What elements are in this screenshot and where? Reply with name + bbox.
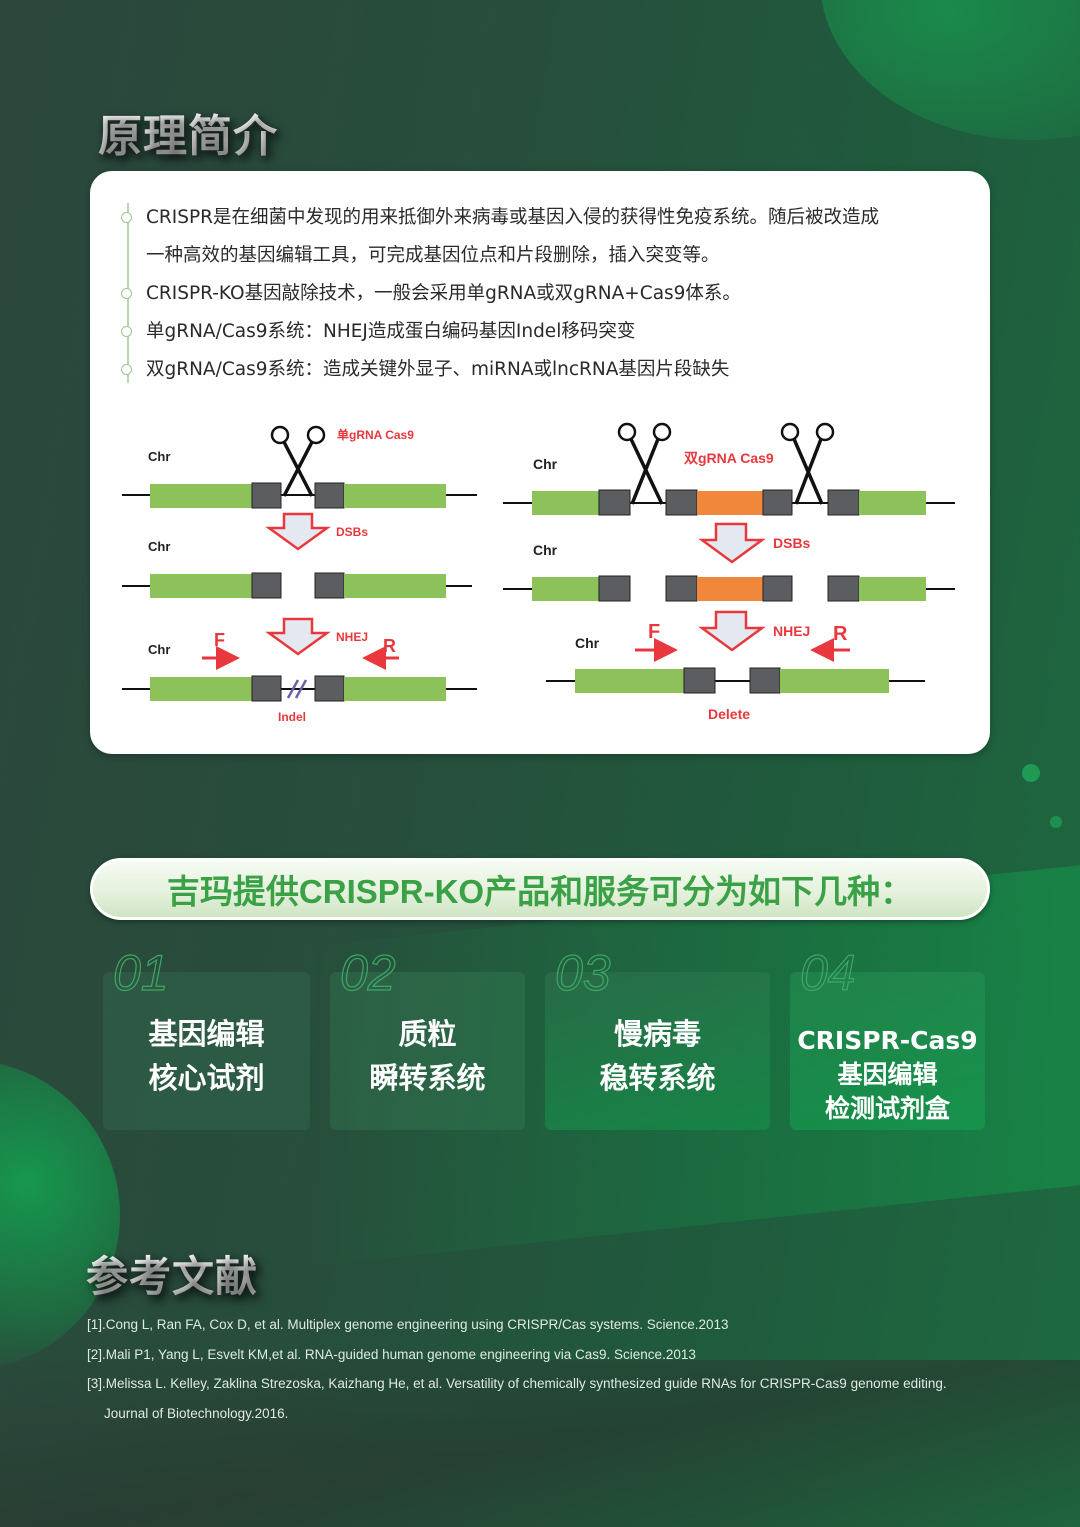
principle-title: 原理简介 <box>98 100 278 164</box>
bullet-text: CRISPR是在细菌中发现的用来抵御外来病毒或基因入侵的获得性免疫系统。随后被改… <box>146 207 879 228</box>
service-label: 基因编辑核心试剂 <box>148 1017 265 1095</box>
reference-list: [1].Cong L, Ran FA, Cox D, et al. Multip… <box>87 1310 1047 1428</box>
single-grna-figure: Chr 单gRNA Cas9 DSBs Chr <box>122 425 477 724</box>
reference-item: [1].Cong L, Ran FA, Cox D, et al. Multip… <box>87 1317 729 1332</box>
banner-text: 吉玛提供CRISPR-KO产品和服务可分为如下几种： <box>166 873 914 910</box>
svg-text:R: R <box>833 623 848 645</box>
background-shade <box>0 1360 1080 1527</box>
svg-text:Chr: Chr <box>148 449 170 464</box>
timeline-node-icon <box>121 212 132 223</box>
scissors-icon <box>780 422 835 505</box>
svg-text:Chr: Chr <box>148 539 170 554</box>
background-glow <box>820 0 1080 140</box>
bullet-item: 单gRNA/Cas9系统：NHEJ造成蛋白编码基因Indel移码突变 <box>121 313 964 351</box>
svg-text:NHEJ: NHEJ <box>336 630 368 644</box>
service-label: 质粒瞬转系统 <box>369 1017 486 1095</box>
svg-text:R: R <box>383 636 396 656</box>
double-grna-figure: Chr 双gRNA Cas9 DS <box>503 422 955 722</box>
reference-item: Journal of Biotechnology.2016. <box>104 1405 289 1421</box>
double-grna-diagram: Chr 双gRNA Cas9 DS <box>500 406 970 736</box>
service-number: 03 <box>554 944 611 1001</box>
svg-text:Chr: Chr <box>533 542 558 558</box>
service-card-plasmid[interactable]: 02 质粒瞬转系统 <box>330 944 525 1130</box>
timeline-node-icon <box>121 364 132 375</box>
svg-text:双gRNA Cas9: 双gRNA Cas9 <box>684 450 774 466</box>
references-title: 参考文献 <box>86 1243 258 1304</box>
svg-text:Delete: Delete <box>708 706 750 722</box>
scissors-icon <box>270 425 326 497</box>
scissors-icon <box>617 422 672 505</box>
bullet-text: 一种高效的基因编辑工具，可完成基因位点和片段删除，插入突变等。 <box>146 245 720 266</box>
service-number: 02 <box>339 944 396 1001</box>
bullet-text: CRISPR-KO基因敲除技术，一般会采用单gRNA或双gRNA+Cas9体系。 <box>146 283 741 304</box>
decorative-dot <box>1022 764 1040 782</box>
bullet-item: CRISPR是在细菌中发现的用来抵御外来病毒或基因入侵的获得性免疫系统。随后被改… <box>121 199 964 275</box>
bullet-item: 双gRNA/Cas9系统：造成关键外显子、miRNA或lncRNA基因片段缺失 <box>121 351 964 389</box>
svg-text:Chr: Chr <box>575 635 600 651</box>
bullet-item: CRISPR-KO基因敲除技术，一般会采用单gRNA或双gRNA+Cas9体系。 <box>121 275 964 313</box>
service-number: 01 <box>112 944 169 1001</box>
bullet-list: CRISPR是在细菌中发现的用来抵御外来病毒或基因入侵的获得性免疫系统。随后被改… <box>121 199 964 389</box>
service-card-core-reagents[interactable]: 01 基因编辑核心试剂 <box>103 944 310 1130</box>
services-banner: 吉玛提供CRISPR-KO产品和服务可分为如下几种： <box>90 858 990 920</box>
service-label: 慢病毒稳转系统 <box>599 1017 716 1095</box>
bullet-text: 单gRNA/Cas9系统：NHEJ造成蛋白编码基因Indel移码突变 <box>146 321 636 342</box>
reference-item: [2].Mali P1, Yang L, Esvelt KM,et al. RN… <box>87 1346 696 1362</box>
svg-text:NHEJ: NHEJ <box>773 623 810 639</box>
decorative-dot <box>1050 816 1062 828</box>
svg-text:Chr: Chr <box>148 642 170 657</box>
principle-card: CRISPR是在细菌中发现的用来抵御外来病毒或基因入侵的获得性免疫系统。随后被改… <box>90 171 990 754</box>
svg-text:F: F <box>214 630 225 650</box>
svg-text:DSBs: DSBs <box>336 525 368 539</box>
timeline-node-icon <box>121 326 132 337</box>
timeline-node-icon <box>121 288 132 299</box>
service-number: 04 <box>799 944 856 1001</box>
reference-item: [3].Melissa L. Kelley, Zaklina Strezoska… <box>87 1376 947 1391</box>
bullet-text: 双gRNA/Cas9系统：造成关键外显子、miRNA或lncRNA基因片段缺失 <box>146 359 730 380</box>
svg-text:Chr: Chr <box>533 456 558 472</box>
svg-text:Indel: Indel <box>278 710 306 724</box>
svg-text:F: F <box>648 621 660 643</box>
svg-text:单gRNA Cas9: 单gRNA Cas9 <box>337 427 414 442</box>
single-grna-diagram: Chr 单gRNA Cas9 DSBs Chr <box>112 406 482 736</box>
service-card-lentivirus[interactable]: 03 慢病毒稳转系统 <box>545 944 770 1130</box>
svg-text:DSBs: DSBs <box>773 535 811 551</box>
